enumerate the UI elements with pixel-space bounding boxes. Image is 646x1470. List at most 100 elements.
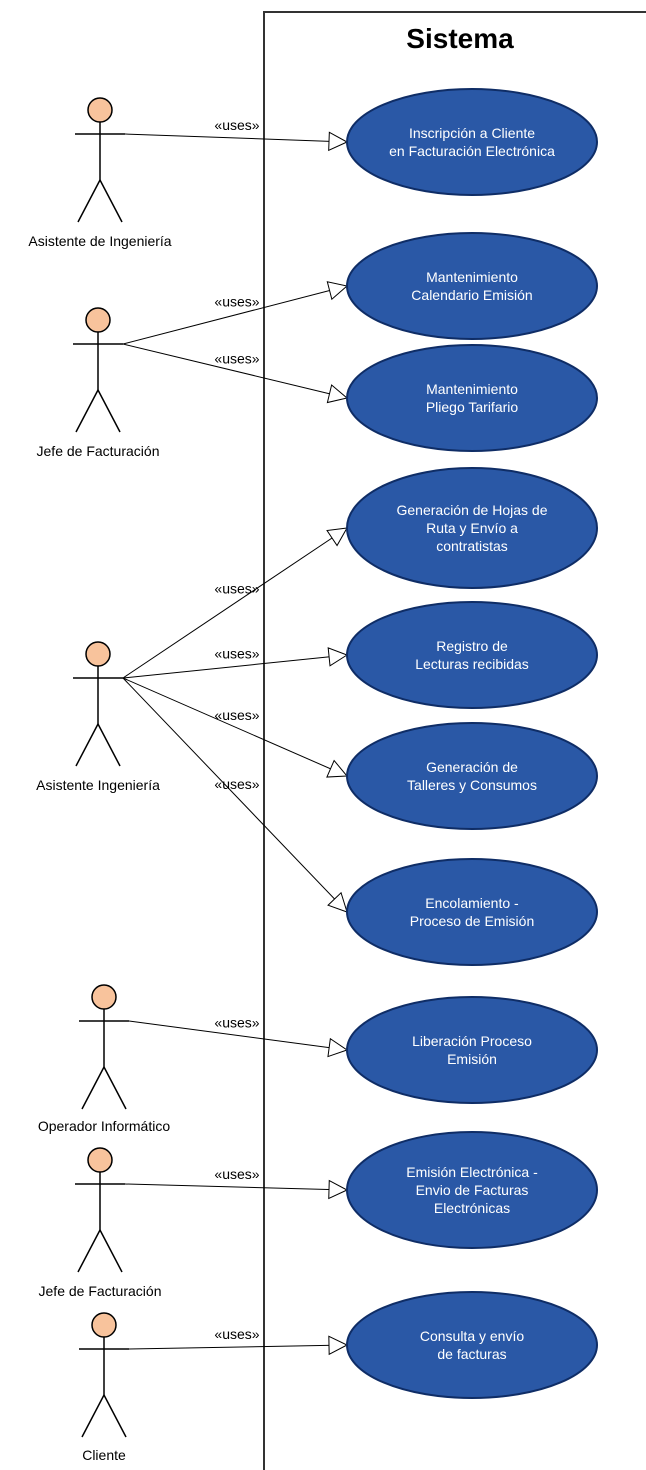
uses-label: «uses» [214, 350, 259, 366]
actor-label: Asistente Ingeniería [36, 777, 160, 793]
use-case-uc4: Generación de Hojas de Ruta y Envío a cont… [346, 467, 598, 589]
association-a3-uc6: «uses» [122, 677, 349, 778]
actor-a6: Cliente [79, 1312, 129, 1463]
association-a4-uc8: «uses» [128, 1014, 349, 1058]
association-line [122, 677, 348, 913]
use-case-ellipse [346, 858, 598, 966]
actor-head [87, 1147, 113, 1173]
use-case-label: Registro de [436, 638, 508, 654]
use-case-uc7: Encolamiento - Proceso de Emisión [346, 858, 598, 966]
arrowhead [328, 1335, 349, 1356]
actor-left-leg [81, 1066, 105, 1110]
use-case-label: Calendario Emisión [411, 287, 532, 303]
use-case-label: Talleres y Consumos [407, 777, 537, 793]
use-case-label: Ruta y Envío a [426, 520, 518, 536]
arrowhead [327, 647, 349, 667]
actor-left-leg [81, 1394, 105, 1438]
association-a2-uc2: «uses» [122, 281, 349, 345]
use-case-label: Mantenimiento [426, 269, 518, 285]
use-case-label: Generación de [426, 759, 518, 775]
actor-a4: Operador Informático [38, 984, 170, 1134]
actor-right-leg [99, 179, 123, 223]
use-case-ellipse [346, 232, 598, 340]
use-case-ellipse [346, 996, 598, 1104]
arrowhead [326, 527, 348, 547]
actor-a3: Asistente Ingeniería [36, 641, 160, 793]
arrowhead [326, 759, 349, 778]
arrowhead [328, 131, 349, 152]
use-case-label: Proceso de Emisión [410, 913, 535, 929]
use-case-ellipse [346, 722, 598, 830]
association-a6-uc10: «uses» [128, 1326, 349, 1356]
actor-head [91, 984, 117, 1010]
uses-label: «uses» [214, 1166, 259, 1182]
association-a3-uc7: «uses» [122, 677, 348, 913]
use-case-label: Electrónicas [434, 1200, 510, 1216]
uses-label: «uses» [214, 645, 259, 661]
actor-right-leg [97, 389, 121, 433]
association-a5-uc9: «uses» [124, 1166, 349, 1200]
uses-label: «uses» [214, 1326, 259, 1342]
use-case-label: Mantenimiento [426, 381, 518, 397]
actor-label: Jefe de Facturación [39, 1283, 162, 1299]
use-case-label: Encolamiento - [425, 895, 519, 911]
association-line [124, 133, 348, 143]
use-case-ellipse [346, 1291, 598, 1399]
associations: «uses»«uses»«uses»«uses»«uses»«uses»«use… [122, 117, 349, 1356]
uses-label: «uses» [214, 776, 259, 792]
association-line [122, 285, 348, 345]
arrowhead [326, 281, 349, 301]
association-a3-uc4: «uses» [122, 527, 348, 679]
use-case-label: Inscripción a Cliente [409, 125, 535, 141]
association-a2-uc3: «uses» [122, 343, 349, 404]
use-case-uc10: Consulta y envío de facturas [346, 1291, 598, 1399]
use-case-uc9: Emisión Electrónica - Envio de FacturasEl… [346, 1131, 598, 1249]
use-case-uc5: Registro de Lecturas recibidas [346, 601, 598, 709]
association-line [122, 343, 348, 399]
use-case-label: Lecturas recibidas [415, 656, 529, 672]
actor-right-leg [103, 1394, 127, 1438]
uses-label: «uses» [214, 117, 259, 133]
use-case-label: de facturas [437, 1346, 506, 1362]
use-case-label: Generación de Hojas de [397, 502, 548, 518]
arrowhead [328, 1179, 349, 1200]
association-line [122, 527, 348, 679]
actor-head [85, 307, 111, 333]
use-case-label: Liberación Proceso [412, 1033, 532, 1049]
actor-left-leg [75, 723, 99, 767]
actor-left-leg [77, 1229, 101, 1273]
actor-right-leg [97, 723, 121, 767]
use-case-label: Emisión Electrónica - [406, 1164, 538, 1180]
actor-label: Operador Informático [38, 1118, 170, 1134]
use-case-ellipse [346, 344, 598, 452]
actor-left-leg [75, 389, 99, 433]
use-case-label: Consulta y envío [420, 1328, 524, 1344]
actor-head [87, 97, 113, 123]
use-case-ellipse [346, 1131, 598, 1249]
actor-right-leg [99, 1229, 123, 1273]
actor-a1: Asistente de Ingeniería [28, 97, 172, 249]
use-case-ellipse [346, 88, 598, 196]
association-line [122, 654, 348, 679]
use-case-ellipse [346, 601, 598, 709]
actor-head [85, 641, 111, 667]
actor-label: Cliente [82, 1447, 126, 1463]
actor-label: Jefe de Facturación [37, 443, 160, 459]
arrowhead [327, 1037, 349, 1058]
use-case-label: contratistas [436, 538, 508, 554]
system-title: Sistema [406, 23, 514, 54]
use-case-uc6: Generación de Talleres y Consumos [346, 722, 598, 830]
association-a1-uc1: «uses» [124, 117, 349, 152]
association-line [128, 1020, 348, 1051]
actor-left-leg [77, 179, 101, 223]
association-a3-uc5: «uses» [122, 645, 349, 679]
use-case-label: Envio de Facturas [416, 1182, 529, 1198]
arrowhead [326, 384, 349, 404]
association-line [124, 1183, 348, 1191]
